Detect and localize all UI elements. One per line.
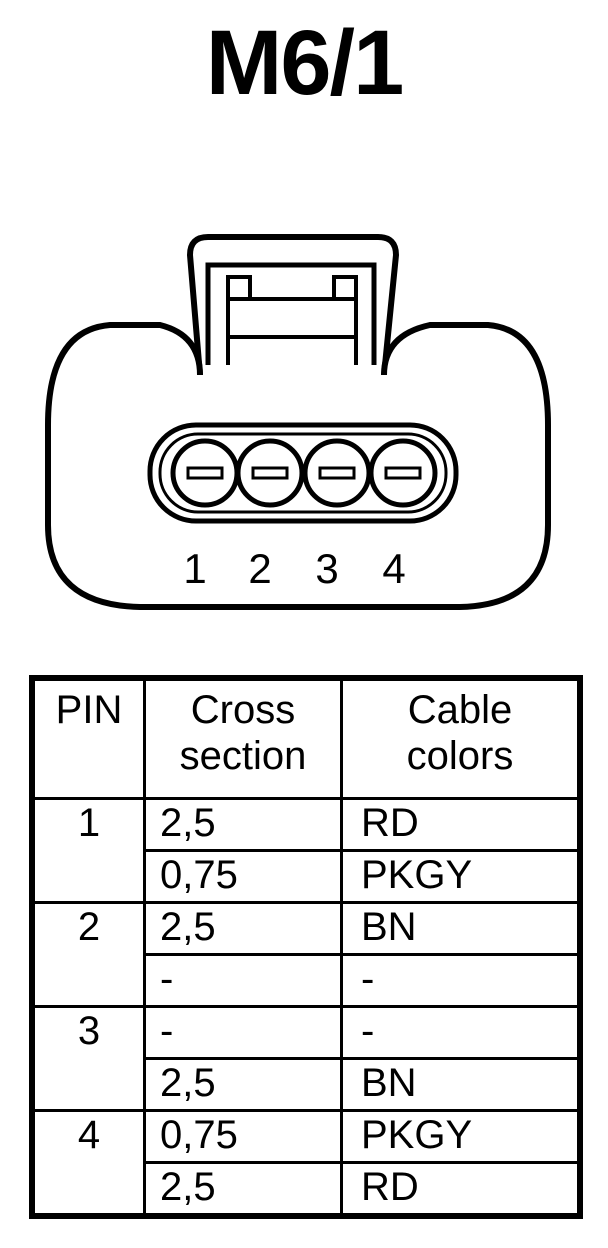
cable-color-cell: PKGY xyxy=(340,1109,582,1164)
cable-color-cell: - xyxy=(340,953,582,1008)
pin-number-3: 3 xyxy=(315,545,338,592)
table-row: 0,75 PKGY xyxy=(32,849,582,904)
cross-section-cell: 2,5 xyxy=(143,901,343,956)
cross-section-cell: 2,5 xyxy=(143,1057,343,1112)
pin-number-4: 4 xyxy=(382,545,405,592)
connector-latch xyxy=(186,234,400,376)
pin-2-socket xyxy=(235,438,305,508)
table-row: 2 2,5 BN xyxy=(30,901,582,1008)
cable-color-cell: - xyxy=(340,1005,582,1060)
pin-number-1: 1 xyxy=(183,545,206,592)
cable-color-cell: RD xyxy=(340,1161,582,1218)
table-row: - - xyxy=(32,953,582,1008)
diagram-title: M6/1 xyxy=(205,12,405,114)
cross-section-cell: - xyxy=(143,1005,343,1060)
cross-section-cell: 0,75 xyxy=(143,1109,343,1164)
pin-cell: 4 xyxy=(30,1109,146,1218)
pin-1-socket xyxy=(170,438,240,508)
cross-section-cell: 2,5 xyxy=(143,797,343,852)
cable-color-cell: PKGY xyxy=(340,849,582,904)
cable-color-cell: BN xyxy=(340,901,582,956)
cross-section-cell: 0,75 xyxy=(143,849,343,904)
pin-3-socket xyxy=(302,438,372,508)
header-cable-colors: Cable colors xyxy=(340,676,582,800)
table-header-row: PIN Cross section Cable colors xyxy=(30,676,582,800)
connector-diagram: 1 2 3 4 xyxy=(45,234,551,610)
cable-color-cell: BN xyxy=(340,1057,582,1112)
table-row: 2,5 RD xyxy=(32,1161,582,1218)
table-row: 2,5 BN xyxy=(32,1057,582,1112)
cross-section-cell: 2,5 xyxy=(143,1161,343,1218)
cross-section-cell: - xyxy=(143,953,343,1008)
pin-cell: 2 xyxy=(30,901,146,1008)
table-row: 4 0,75 PKGY xyxy=(30,1109,582,1218)
header-cross-section: Cross section xyxy=(143,676,343,800)
header-pin: PIN xyxy=(30,676,146,800)
table-row: 3 - - xyxy=(30,1005,582,1112)
pin-cell: 3 xyxy=(30,1005,146,1112)
pin-number-2: 2 xyxy=(248,545,271,592)
pin-table: PIN Cross section Cable colors 1 2,5 RD … xyxy=(29,675,583,1219)
table-row: 1 2,5 RD xyxy=(30,797,582,904)
pin-4-socket xyxy=(368,438,438,508)
pin-cell: 1 xyxy=(30,797,146,904)
cable-color-cell: RD xyxy=(340,797,582,852)
